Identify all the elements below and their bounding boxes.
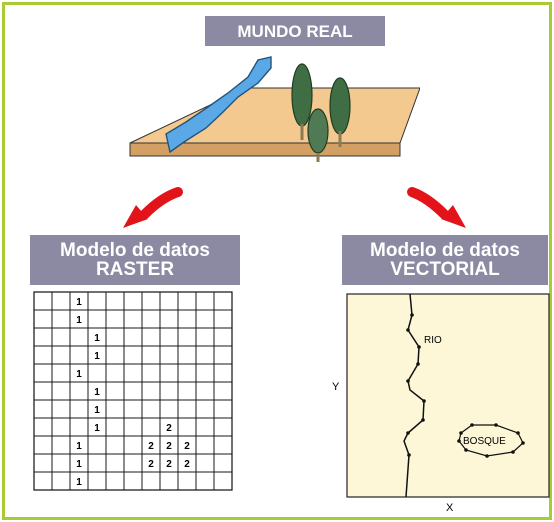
raster-cell-value: 1 (76, 441, 82, 452)
raster-cell-value: 1 (76, 477, 82, 488)
y-axis-label: Y (332, 381, 340, 393)
raster-cell (213, 471, 233, 491)
bosque-polygon (458, 424, 524, 457)
x-axis-label: X (446, 502, 454, 514)
raster-cell-value: 1 (94, 387, 100, 398)
river-shape (165, 56, 272, 154)
real-world-scene (129, 56, 420, 162)
mundo-real-text: MUNDO REAL (237, 21, 353, 41)
raster-cell-value: 1 (94, 351, 100, 362)
bosque-vertices (457, 423, 525, 458)
raster-title-box: Modelo de datos RASTER (30, 235, 240, 285)
raster-grid: 1 1 1 1 1 1 1 1 2 1 2 2 2 1 2 2 2 1 (33, 291, 233, 491)
raster-cell-value: 1 (94, 333, 100, 344)
raster-cell-value: 1 (76, 315, 82, 326)
vector-title-line2: VECTORIAL (390, 259, 500, 280)
vector-map-background (346, 293, 550, 498)
raster-cell-value: 1 (76, 369, 82, 380)
raster-cell-value: 2 (148, 459, 154, 470)
vector-map: RIO BOSQUE X Y (332, 293, 550, 514)
raster-cell-value: 2 (166, 459, 172, 470)
raster-cell-value: 2 (148, 441, 154, 452)
river-vertices (406, 313, 426, 457)
raster-cell-value: 1 (94, 405, 100, 416)
mundo-real-title: MUNDO REAL (205, 16, 385, 46)
raster-title-line1: Modelo de datos (60, 240, 210, 261)
rio-label: RIO (424, 335, 442, 346)
left-red-arrow (123, 187, 183, 228)
vector-title-box: Modelo de datos VECTORIAL (342, 235, 548, 285)
raster-cell-value: 1 (76, 459, 82, 470)
raster-cell-value: 2 (184, 459, 190, 470)
raster-cell-value: 2 (166, 423, 172, 434)
raster-cell-value: 2 (166, 441, 172, 452)
vector-title-line1: Modelo de datos (370, 240, 520, 261)
raster-title-line2: RASTER (95, 259, 175, 280)
raster-cell-value: 2 (184, 441, 190, 452)
raster-cell-value: 1 (94, 423, 100, 434)
right-red-arrow (407, 187, 466, 228)
raster-cell-value: 1 (76, 297, 82, 308)
raster-grid-border (33, 291, 233, 491)
bosque-label: BOSQUE (463, 436, 506, 447)
